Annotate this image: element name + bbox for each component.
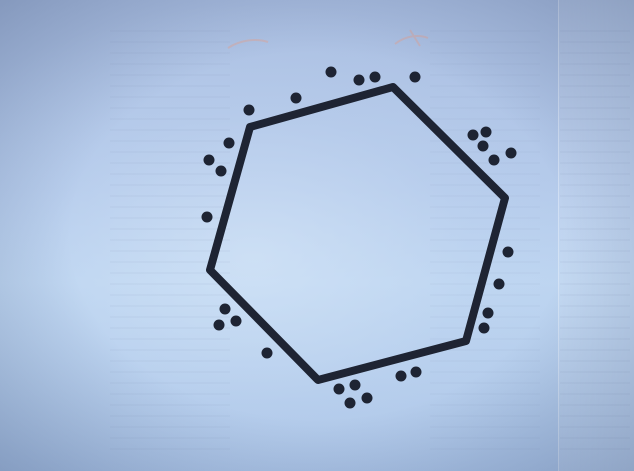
dot — [480, 126, 492, 138]
dot — [261, 347, 273, 359]
dot — [333, 383, 345, 395]
dot — [325, 66, 337, 78]
dot — [203, 154, 215, 166]
dot — [215, 165, 227, 177]
bleed-through-text — [110, 30, 230, 450]
dot — [201, 211, 213, 223]
dot — [502, 246, 514, 258]
dot — [505, 147, 517, 159]
dot — [219, 303, 231, 315]
dot — [478, 322, 490, 334]
bleed-through-text — [430, 30, 540, 450]
dot — [488, 154, 500, 166]
dot — [477, 140, 489, 152]
dot — [467, 129, 479, 141]
dot — [349, 379, 361, 391]
dot — [493, 278, 505, 290]
dot — [353, 74, 365, 86]
dot — [230, 315, 242, 327]
dot-group — [201, 66, 517, 409]
dot — [410, 366, 422, 378]
paper-edge — [558, 0, 634, 471]
dot — [213, 319, 225, 331]
hexagon-outline — [206, 83, 509, 384]
dot — [243, 104, 255, 116]
dot — [290, 92, 302, 104]
bleed-through-text — [560, 30, 630, 450]
dot — [369, 71, 381, 83]
dot — [409, 71, 421, 83]
dot — [223, 137, 235, 149]
dot — [344, 397, 356, 409]
dot — [395, 370, 407, 382]
dot — [361, 392, 373, 404]
dot — [482, 307, 494, 319]
faint-pencil-marks — [227, 29, 429, 49]
